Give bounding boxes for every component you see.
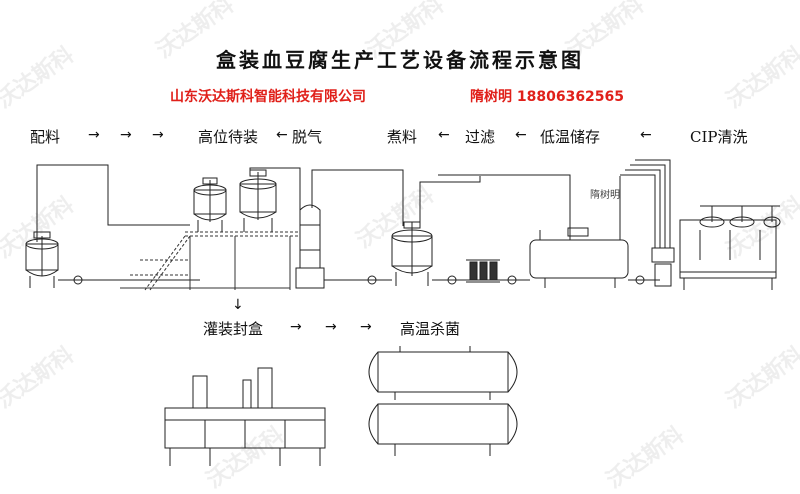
retort-sterilizer <box>368 403 518 456</box>
pipe-line <box>620 174 656 248</box>
step-label: 配料 <box>30 128 61 146</box>
flow-arrow-down: ↓ <box>232 297 244 313</box>
degassing-column <box>295 204 325 289</box>
pipe-line <box>311 169 404 226</box>
pipe-line <box>438 174 571 230</box>
mixing-tank <box>25 231 59 288</box>
flow-arrow: → <box>152 127 164 143</box>
step-label: 灌装封盒 <box>203 320 264 338</box>
step-label: 过滤 <box>465 128 496 146</box>
flow-arrow: ← <box>640 127 652 143</box>
flow-arrow: → <box>88 127 100 143</box>
cip-manifold <box>651 247 675 287</box>
flow-arrow: → <box>290 319 302 335</box>
cooking-tank <box>391 221 433 286</box>
filter-unit <box>466 259 500 283</box>
flow-arrow: ← <box>276 127 288 143</box>
pump <box>367 275 377 285</box>
flow-arrow: → <box>120 127 132 143</box>
retort-sterilizer <box>368 346 518 400</box>
pipe-line <box>635 159 671 248</box>
pipe-line <box>625 169 661 248</box>
pipe-line <box>36 164 190 242</box>
step-label: 低温储存 <box>540 128 601 146</box>
pump <box>635 275 645 285</box>
step-label: 高位待装 <box>198 128 259 146</box>
diagram-title: 盒装血豆腐生产工艺设备流程示意图 <box>216 48 584 72</box>
company-name: 山东沃达斯科智能科技有限公司 <box>170 89 366 105</box>
step-label: 煮料 <box>387 128 418 146</box>
pipe-line <box>630 164 666 248</box>
filling-sealing-machine <box>164 367 326 466</box>
pump <box>73 275 83 285</box>
contact-info: 隋树明 18806362565 <box>470 89 625 105</box>
cold-storage-tank <box>529 176 629 288</box>
cip-station <box>679 205 781 290</box>
holding-tank <box>239 169 277 232</box>
flow-arrow: → <box>325 319 337 335</box>
tank-nameplate: 隋树明 <box>590 190 620 201</box>
flow-arrow: → <box>360 319 372 335</box>
pump <box>447 275 457 285</box>
flow-arrow: ← <box>438 127 450 143</box>
pump <box>507 275 517 285</box>
holding-tank <box>193 177 227 232</box>
flow-arrow: ← <box>515 127 527 143</box>
step-label: 脱气 <box>292 128 323 146</box>
step-label: CIP清洗 <box>690 128 748 146</box>
step-label: 高温杀菌 <box>400 320 461 338</box>
platform <box>120 231 300 291</box>
pipe-line <box>419 176 481 225</box>
